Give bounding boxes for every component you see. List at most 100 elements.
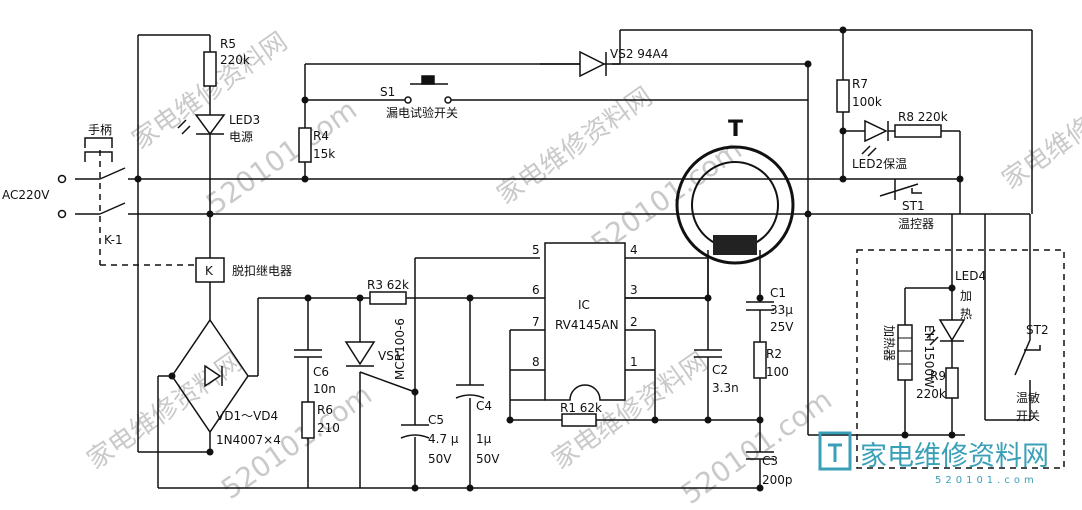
pin4: 4 xyxy=(630,243,638,257)
c5-label: C5 xyxy=(428,413,444,427)
logo-url: 520101.com xyxy=(935,475,1038,486)
wires xyxy=(75,29,1065,489)
site-logo: 家电维修资料网 520101.com xyxy=(818,431,1049,486)
r6-resistor xyxy=(301,401,315,439)
vs1-thyristor-icon xyxy=(344,341,376,366)
st2-label: ST2 xyxy=(1026,323,1049,337)
led4-icon xyxy=(938,319,966,342)
pin2: 2 xyxy=(630,315,638,329)
ic-model: RV4145AN xyxy=(555,318,619,332)
r3-label: R3 62k xyxy=(367,278,409,292)
r2-resistor xyxy=(753,341,767,379)
led3-text: 电源 xyxy=(229,130,253,144)
led3-icon xyxy=(194,114,226,136)
c4-value: 1μ xyxy=(476,432,492,446)
bridge-diode-icon xyxy=(204,364,222,388)
pin3: 3 xyxy=(630,283,638,297)
r4-value: 15k xyxy=(313,147,335,161)
c4-voltage: 50V xyxy=(476,452,500,466)
led3-label: LED3 xyxy=(229,113,260,127)
led2-icon xyxy=(864,119,888,143)
pin7: 7 xyxy=(532,315,540,329)
r4-resistor xyxy=(298,127,312,163)
c6-label: C6 xyxy=(313,365,329,379)
r2-value: 100 xyxy=(766,365,789,379)
transformer-label: T xyxy=(728,117,743,142)
pin6: 6 xyxy=(532,283,540,297)
r6-value: 210 xyxy=(317,421,340,435)
r4-label: R4 xyxy=(313,129,329,143)
k1-label: K-1 xyxy=(104,233,123,247)
c1-voltage: 25V xyxy=(770,320,794,334)
components xyxy=(195,51,959,439)
r5-value: 220k xyxy=(220,53,250,67)
r5-label: R5 xyxy=(220,37,236,51)
diodes xyxy=(177,50,966,388)
r7-value: 100k xyxy=(852,95,882,109)
ac-label: AC220V xyxy=(2,188,50,202)
led2-label: LED2保温 xyxy=(852,157,907,171)
electrolytic-caps xyxy=(400,384,485,439)
r9-value: 220k xyxy=(916,387,946,401)
c5-voltage: 50V xyxy=(428,452,452,466)
r2-label: R2 xyxy=(766,347,782,361)
st1-text: 温控器 xyxy=(898,217,934,231)
c5-value: 4.7 μ xyxy=(428,432,459,446)
c6-value: 10n xyxy=(313,382,336,396)
heater-value: EH 1500W xyxy=(922,325,936,388)
c3-value: 200p xyxy=(762,473,793,487)
s1-label: S1 xyxy=(380,85,395,99)
c1-label: C1 xyxy=(770,286,786,300)
r5-resistor xyxy=(203,51,217,87)
pin8: 8 xyxy=(532,355,540,369)
heat-label-2: 热 xyxy=(960,307,972,321)
r9-label: R9 xyxy=(930,369,946,383)
heater-label: 加热器 xyxy=(882,325,896,361)
st2-text-1: 温敏 xyxy=(1016,390,1040,405)
watermark-domain: 520101.com xyxy=(200,93,363,221)
vd-value: 1N4007×4 xyxy=(216,433,281,447)
labels: R5 220k LED3 电源 手柄 AC220V K-1 K 脱扣继电器 VD… xyxy=(2,37,1049,487)
r1-label: R1 62k xyxy=(560,401,602,415)
handle-label: 手柄 xyxy=(88,123,112,137)
k-relay xyxy=(195,257,225,283)
c1-value: 33μ xyxy=(770,303,793,317)
vs1-label: VS1 xyxy=(378,349,401,363)
led4-label: LED4 xyxy=(955,269,986,283)
vd-label: VD1～VD4 xyxy=(216,409,278,423)
k-label: K xyxy=(205,264,214,278)
switch-contacts xyxy=(57,96,452,219)
c3-label: C3 xyxy=(762,454,778,468)
s1-text: 漏电试验开关 xyxy=(386,105,458,120)
vs1-model: MCR100-6 xyxy=(393,318,407,380)
logo-mark-icon xyxy=(818,431,852,471)
watermark-site: 家电维修资料网 xyxy=(492,82,658,211)
r9-resistor xyxy=(945,367,959,399)
r1-resistor xyxy=(561,413,597,427)
st1-label: ST1 xyxy=(902,199,925,213)
ic-label: IC xyxy=(578,298,590,312)
r3-resistor xyxy=(369,291,407,305)
r7-label: R7 xyxy=(852,77,868,91)
transformer-toroid xyxy=(675,145,795,265)
heater-element xyxy=(897,324,913,381)
r6-label: R6 xyxy=(317,403,333,417)
r7-resistor xyxy=(836,79,850,113)
logo-text: 家电维修资料网 xyxy=(860,441,1049,472)
junctions xyxy=(134,26,964,492)
heat-label-1: 加 xyxy=(960,289,972,303)
r8-resistor xyxy=(894,124,942,138)
relay-label: 脱扣继电器 xyxy=(232,263,292,278)
c4-label: C4 xyxy=(476,399,492,413)
ic-chip xyxy=(544,242,626,401)
pin5: 5 xyxy=(532,243,540,257)
watermark-domain: 520101.com xyxy=(675,383,838,510)
r8-label: R8 220k xyxy=(898,110,948,124)
c2-label: C2 xyxy=(712,363,728,377)
c2-value: 3.3n xyxy=(712,381,739,395)
vs2-thyristor-icon xyxy=(579,50,606,78)
st2-text-2: 开关 xyxy=(1016,409,1040,423)
watermark-site: 家电维修资料网 xyxy=(997,67,1082,196)
pin1: 1 xyxy=(630,355,638,369)
